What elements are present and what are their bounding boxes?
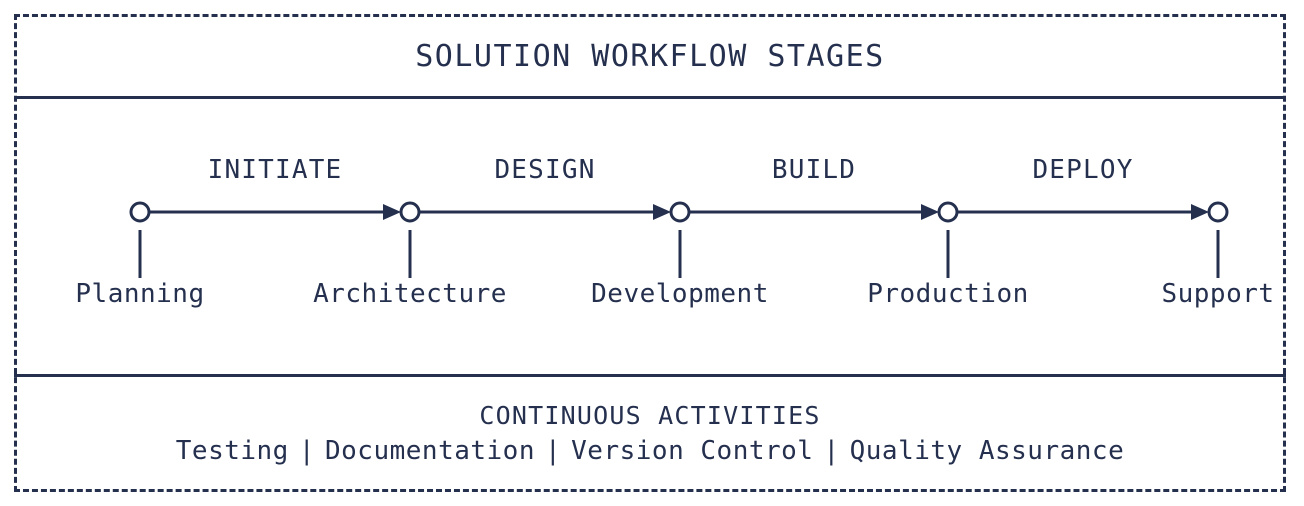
activity-item-testing: Testing [175,435,289,466]
stage-label-design: DESIGN [494,155,596,185]
activity-item-version-control: Version Control [571,435,814,466]
node-label-support: Support [1161,279,1275,309]
title-separator-rule [14,96,1286,99]
diagram-title: SOLUTION WORKFLOW STAGES [415,39,885,74]
stage-label-initiate: INITIATE [207,155,343,185]
node-marker-1 [129,201,151,223]
node-label-production: Production [867,279,1029,309]
node-marker-4 [937,201,959,223]
activity-item-quality-assurance: Quality Assurance [849,435,1125,466]
activities-separator-rule [14,374,1286,377]
activity-separator: | [823,435,840,466]
arrowhead-3 [921,204,939,220]
arrowhead-1 [383,204,401,220]
continuous-activities-list: Testing | Documentation | Version Control | Qu… [176,436,1124,466]
node-marker-3 [669,201,691,223]
arrowhead-2 [653,204,671,220]
timeline-band: INITIATE DESIGN BUILD DEPLOY Planning Archit… [17,99,1283,374]
stage-label-build: BUILD [771,155,857,185]
diagram-frame [14,14,1286,492]
activity-separator: | [298,435,315,466]
continuous-activities-band: CONTINUOUS ACTIVITIES Testing | Documentat… [17,377,1283,489]
activity-separator: | [545,435,562,466]
title-band: SOLUTION WORKFLOW STAGES [17,17,1283,96]
node-marker-2 [399,201,421,223]
timeline-graphic [129,201,1229,278]
node-marker-5 [1207,201,1229,223]
node-label-development: Development [591,279,769,309]
stage-label-deploy: DEPLOY [1032,155,1134,185]
node-label-planning: Planning [75,279,205,309]
node-label-architecture: Architecture [313,279,507,309]
continuous-activities-heading: CONTINUOUS ACTIVITIES [479,400,821,430]
activity-item-documentation: Documentation [325,435,535,466]
arrowhead-4 [1191,204,1209,220]
